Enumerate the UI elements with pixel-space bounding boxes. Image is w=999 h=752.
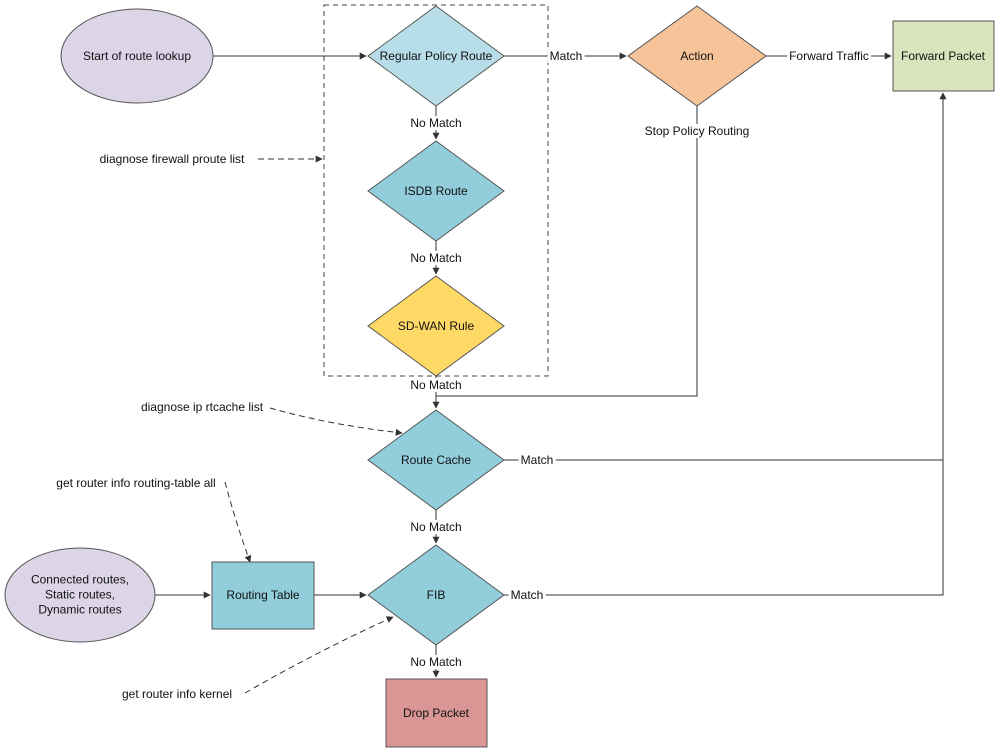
edge-label-match-fib: Match — [508, 588, 546, 602]
isdb-route-label: ISDB Route — [404, 184, 468, 198]
fib-label: FIB — [426, 588, 446, 602]
edge-label-no-match-policy: No Match — [408, 116, 464, 130]
edge-label-forward-traffic: Forward Traffic — [787, 49, 871, 63]
route-sources-label: Connected routes, Static routes, Dynamic… — [10, 573, 150, 618]
drop-packet-box — [385, 678, 488, 748]
edge-label-no-match-sdwan: No Match — [408, 378, 464, 392]
annotation-proute-list: diagnose firewall proute list — [99, 152, 245, 166]
edge-label-match-policy: Match — [547, 49, 585, 63]
route-source-connected: Connected routes, — [30, 572, 130, 587]
edge-label-no-match-cache: No Match — [408, 520, 464, 534]
edge-label-no-match-fib: No Match — [408, 655, 464, 669]
annotation-rtcache-list: diagnose ip rtcache list — [140, 400, 264, 414]
annotation-arrow-routing-table — [224, 481, 252, 563]
sdwan-rule-label: SD-WAN Rule — [397, 319, 475, 333]
annotation-arrow-rtcache — [269, 407, 403, 436]
drop-packet-label: Drop Packet — [402, 706, 470, 720]
regular-policy-route-label: Regular Policy Route — [379, 49, 493, 63]
start-label: Start of route lookup — [82, 49, 192, 63]
edge-label-match-cache: Match — [518, 453, 556, 467]
edge-fib-to-forward — [504, 460, 944, 596]
route-cache-label: Route Cache — [400, 453, 472, 467]
edge-label-stop-policy-routing: Stop Policy Routing — [642, 124, 752, 138]
edge-cache-to-forward — [504, 92, 947, 461]
routing-table-box — [211, 561, 315, 630]
edge-label-no-match-isdb: No Match — [408, 251, 464, 265]
forward-packet-box — [892, 20, 995, 92]
annotation-arrow-kernel — [244, 616, 394, 694]
annotation-routing-table-all: get router info routing-table all — [56, 476, 216, 490]
edge-action-stop-to-cache — [436, 106, 698, 397]
forward-packet-label: Forward Packet — [900, 49, 986, 63]
annotation-router-info-kernel: get router info kernel — [121, 687, 233, 701]
route-source-static: Static routes, — [44, 587, 116, 602]
routing-table-label: Routing Table — [226, 588, 300, 602]
route-source-dynamic: Dynamic routes — [38, 602, 122, 617]
action-label: Action — [680, 49, 714, 63]
